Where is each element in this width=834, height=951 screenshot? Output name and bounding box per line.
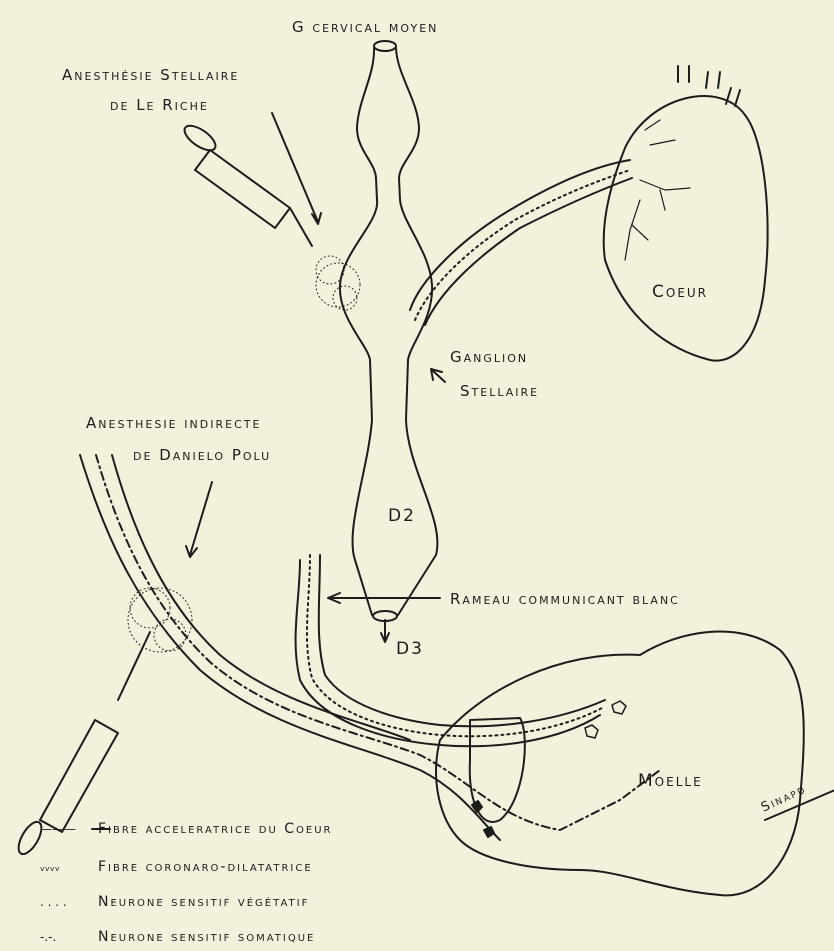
legend-key: ——— — [40, 820, 98, 838]
arrow-stellaire — [272, 113, 321, 224]
label-anesthesie-stellaire: Anesthésie Stellaire — [62, 66, 239, 84]
legend-key: -.-. — [40, 928, 98, 946]
coronary-branches — [625, 120, 690, 260]
spinal-cord-outline — [436, 631, 804, 895]
legend-key: . . . . — [40, 893, 98, 911]
label-de-le-riche: de Le Riche — [110, 96, 209, 114]
label-coeur: Coeur — [652, 283, 708, 301]
heart-outline — [604, 96, 768, 361]
label-anesthesie-indirecte: Anesthesie indirecte — [86, 414, 261, 432]
legend-text: Neurone sensitif somatique — [98, 929, 315, 945]
label-stellaire: Stellaire — [460, 382, 539, 400]
legend-row: -.-.Neurone sensitif somatique — [40, 928, 315, 946]
somatic-dashdot — [96, 455, 660, 830]
legend-row: . . . .Neurone sensitif végétatif — [40, 893, 309, 911]
legend-key: ᵥᵥᵥᵥ — [40, 858, 98, 876]
arrow-rameau — [328, 593, 440, 603]
label-d2: D2 — [388, 507, 416, 525]
label-moelle: Moelle — [638, 772, 703, 790]
legend-text: Fibre acceleratrice du Coeur — [98, 821, 332, 837]
label-ganglion: Ganglion — [450, 348, 528, 366]
sympathetic-chain — [340, 48, 438, 615]
cervical-ganglion-top — [374, 41, 396, 51]
injection-cloud-lower — [128, 588, 192, 652]
legend-text: Fibre coronaro-dilatatrice — [98, 859, 313, 875]
legend-row: ———Fibre acceleratrice du Coeur — [40, 820, 332, 838]
legend-text: Neurone sensitif végétatif — [98, 894, 309, 910]
label-d3: D3 — [396, 640, 424, 658]
label-danielo-polu: de Danielo Polu — [133, 446, 271, 464]
arrow-indirecte — [186, 482, 212, 557]
injection-cloud-upper — [316, 256, 360, 310]
label-rameau: Rameau communicant blanc — [450, 590, 680, 608]
label-cervical-moyen: G cervical moyen — [292, 18, 438, 36]
arrow-ganglion — [431, 369, 445, 382]
fiber-dots — [307, 555, 602, 736]
d3-arrow — [381, 620, 389, 642]
cardiac-nerve — [410, 160, 632, 325]
syringe-upper — [181, 121, 312, 246]
heart-vessels — [678, 66, 740, 106]
